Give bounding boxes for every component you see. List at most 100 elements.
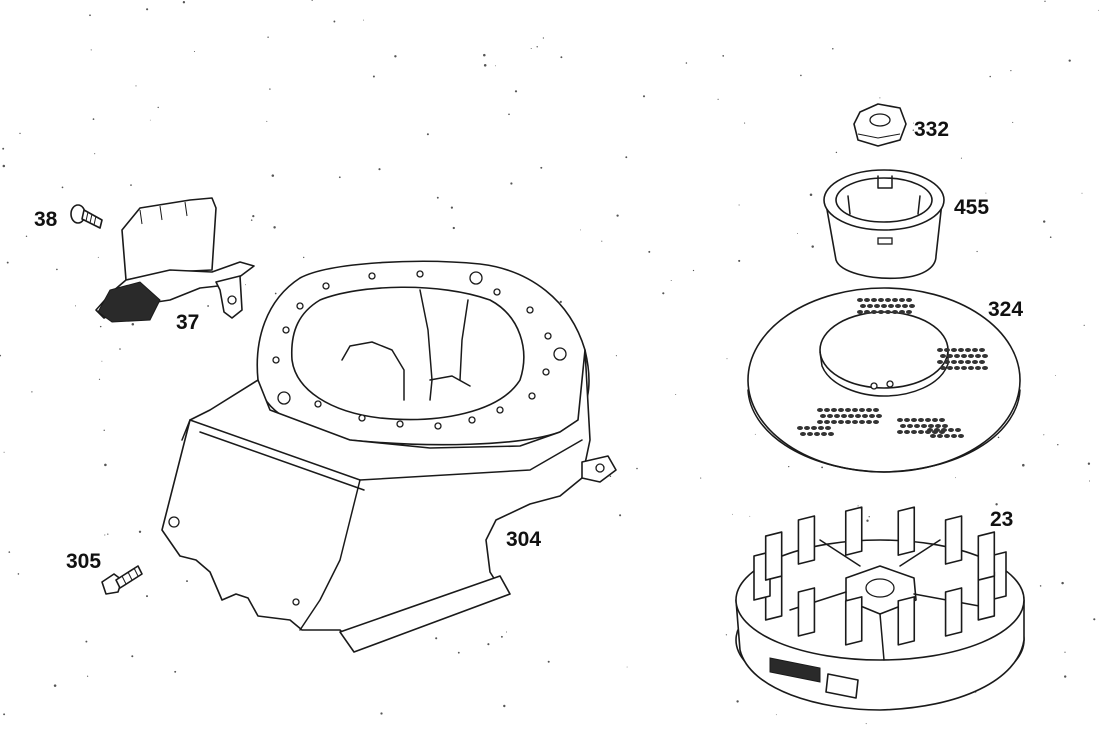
speckle-dot [25,235,28,238]
speckle-dot [989,75,991,78]
mesh-cell [818,426,824,430]
mesh-cell [825,426,831,430]
baffle-37 [95,197,255,323]
part-label-38: 38 [34,208,58,231]
mesh-cell [817,408,823,412]
mesh-cell [935,424,941,428]
speckle-dot [131,323,135,326]
speckle-dot [435,637,438,640]
part-label-37: 37 [176,311,199,334]
part-label-324: 324 [988,298,1023,321]
mesh-cell [881,304,887,308]
mesh-cell [961,366,967,370]
speckle-dot [913,122,915,124]
speckle-dot [542,37,545,39]
speckle-dot [450,206,453,209]
mesh-cell [944,348,950,352]
speckle-dot [266,120,268,122]
speckle-dot [452,226,455,230]
speckle-dot [273,226,276,229]
speckle-dot [267,36,269,38]
speckle-dot [744,122,746,124]
mesh-cell [899,310,905,314]
speckle-dot [1093,618,1096,621]
blower-housing-304 [161,260,617,653]
mesh-cell [982,354,988,358]
speckle-dot [311,0,314,1]
speckle-dot [857,505,859,507]
mesh-cell [888,304,894,308]
speckle-dot [1068,59,1071,62]
mesh-cell [817,420,823,424]
mesh-cell [958,434,964,438]
speckle-dot [53,684,57,687]
speckle-dot [494,65,496,67]
speckle-dot [274,292,277,295]
mesh-cell [904,418,910,422]
mesh-cell [845,420,851,424]
speckle-dot [508,113,510,116]
speckle-dot [483,53,486,57]
mesh-cell [937,360,943,364]
speckle-dot [997,436,1000,439]
fin [897,506,916,556]
speckle-dot [692,269,695,272]
speckle-dot [788,465,790,468]
speckle-dot [1061,581,1064,585]
mesh-cell [947,366,953,370]
speckle-dot [1087,462,1091,465]
speckle-dot [0,354,2,357]
speckle-dot [536,46,538,48]
speckle-dot [1043,434,1045,436]
speckle-dot [182,1,186,4]
speckle-dot [985,192,987,194]
speckle-dot [1081,192,1083,194]
flywheel-23 [735,506,1025,711]
speckle-dot [530,47,532,50]
speckle-dot [1010,70,1012,72]
mesh-cell [954,366,960,370]
speckle-dot [380,712,383,715]
speckle-dot [97,256,99,258]
speckle-dot [500,635,503,638]
mesh-cell [944,434,950,438]
mesh-cell [859,408,865,412]
speckle-dot [1012,121,1014,123]
mesh-cell [859,420,865,424]
speckle-dot [809,193,813,196]
speckle-dot [363,19,365,21]
speckle-dot [61,186,64,189]
mesh-cell [937,434,943,438]
speckle-dot [104,534,106,536]
mesh-cell [925,418,931,422]
mesh-cell [876,414,882,418]
speckle-dot [372,75,375,78]
mesh-cell [807,432,813,436]
speckle-dot [94,153,96,155]
mesh-cell [951,360,957,364]
speckle-dot [731,513,733,515]
mesh-cell [797,426,803,430]
speckle-dot [3,713,6,716]
mesh-cell [878,298,884,302]
speckle-dot [722,55,725,57]
part-label-304: 304 [506,528,541,551]
mesh-cell [828,432,834,436]
speckle-dot [86,675,89,677]
speckle-dot [1057,444,1059,446]
part-label-23: 23 [990,508,1013,531]
speckle-dot [17,573,20,575]
fin [797,515,816,565]
mesh-cell [895,304,901,308]
mesh-cell [860,304,866,308]
speckle-dot [1083,324,1085,326]
speckle-dot [269,88,271,90]
speckle-dot [338,176,341,179]
mesh-cell [972,360,978,364]
speckle-dot [245,284,246,286]
speckle-dot [868,516,870,518]
mesh-cell [965,360,971,364]
mesh-cell [942,424,948,428]
mesh-cell [944,360,950,364]
screen-324 [747,287,1021,473]
